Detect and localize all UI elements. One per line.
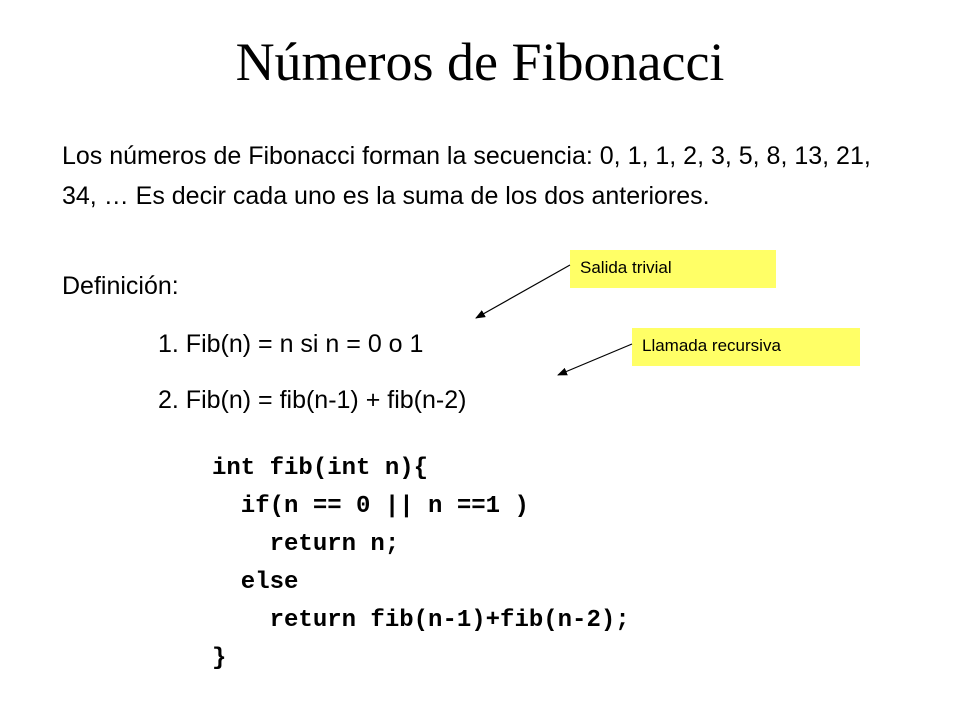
code-line: return fib(n-1)+fib(n-2); [212, 607, 630, 634]
code-line: int fib(int n){ [212, 455, 429, 482]
arrow-to-base-case [475, 264, 571, 319]
code-line: return n; [212, 531, 400, 558]
intro-paragraph: Los números de Fibonacci forman la secue… [62, 142, 871, 210]
code-line: if(n == 0 || n ==1 ) [212, 493, 529, 520]
callout-trivial-exit: Salida trivial [570, 250, 776, 288]
definition-label: Definición: [62, 272, 179, 300]
code-line: } [212, 645, 227, 672]
rule-recursive-case: 2. Fib(n) = fib(n-1) + fib(n-2) [158, 386, 467, 414]
arrow-to-recursive-case [557, 343, 633, 376]
callout-recursive-call: Llamada recursiva [632, 328, 860, 366]
rule-base-case: 1. Fib(n) = n si n = 0 o 1 [158, 330, 424, 358]
code-block: int fib(int n){ if(n == 0 || n ==1 ) ret… [212, 450, 630, 678]
code-line: else [212, 569, 299, 596]
slide-title: Números de Fibonacci [235, 32, 725, 92]
